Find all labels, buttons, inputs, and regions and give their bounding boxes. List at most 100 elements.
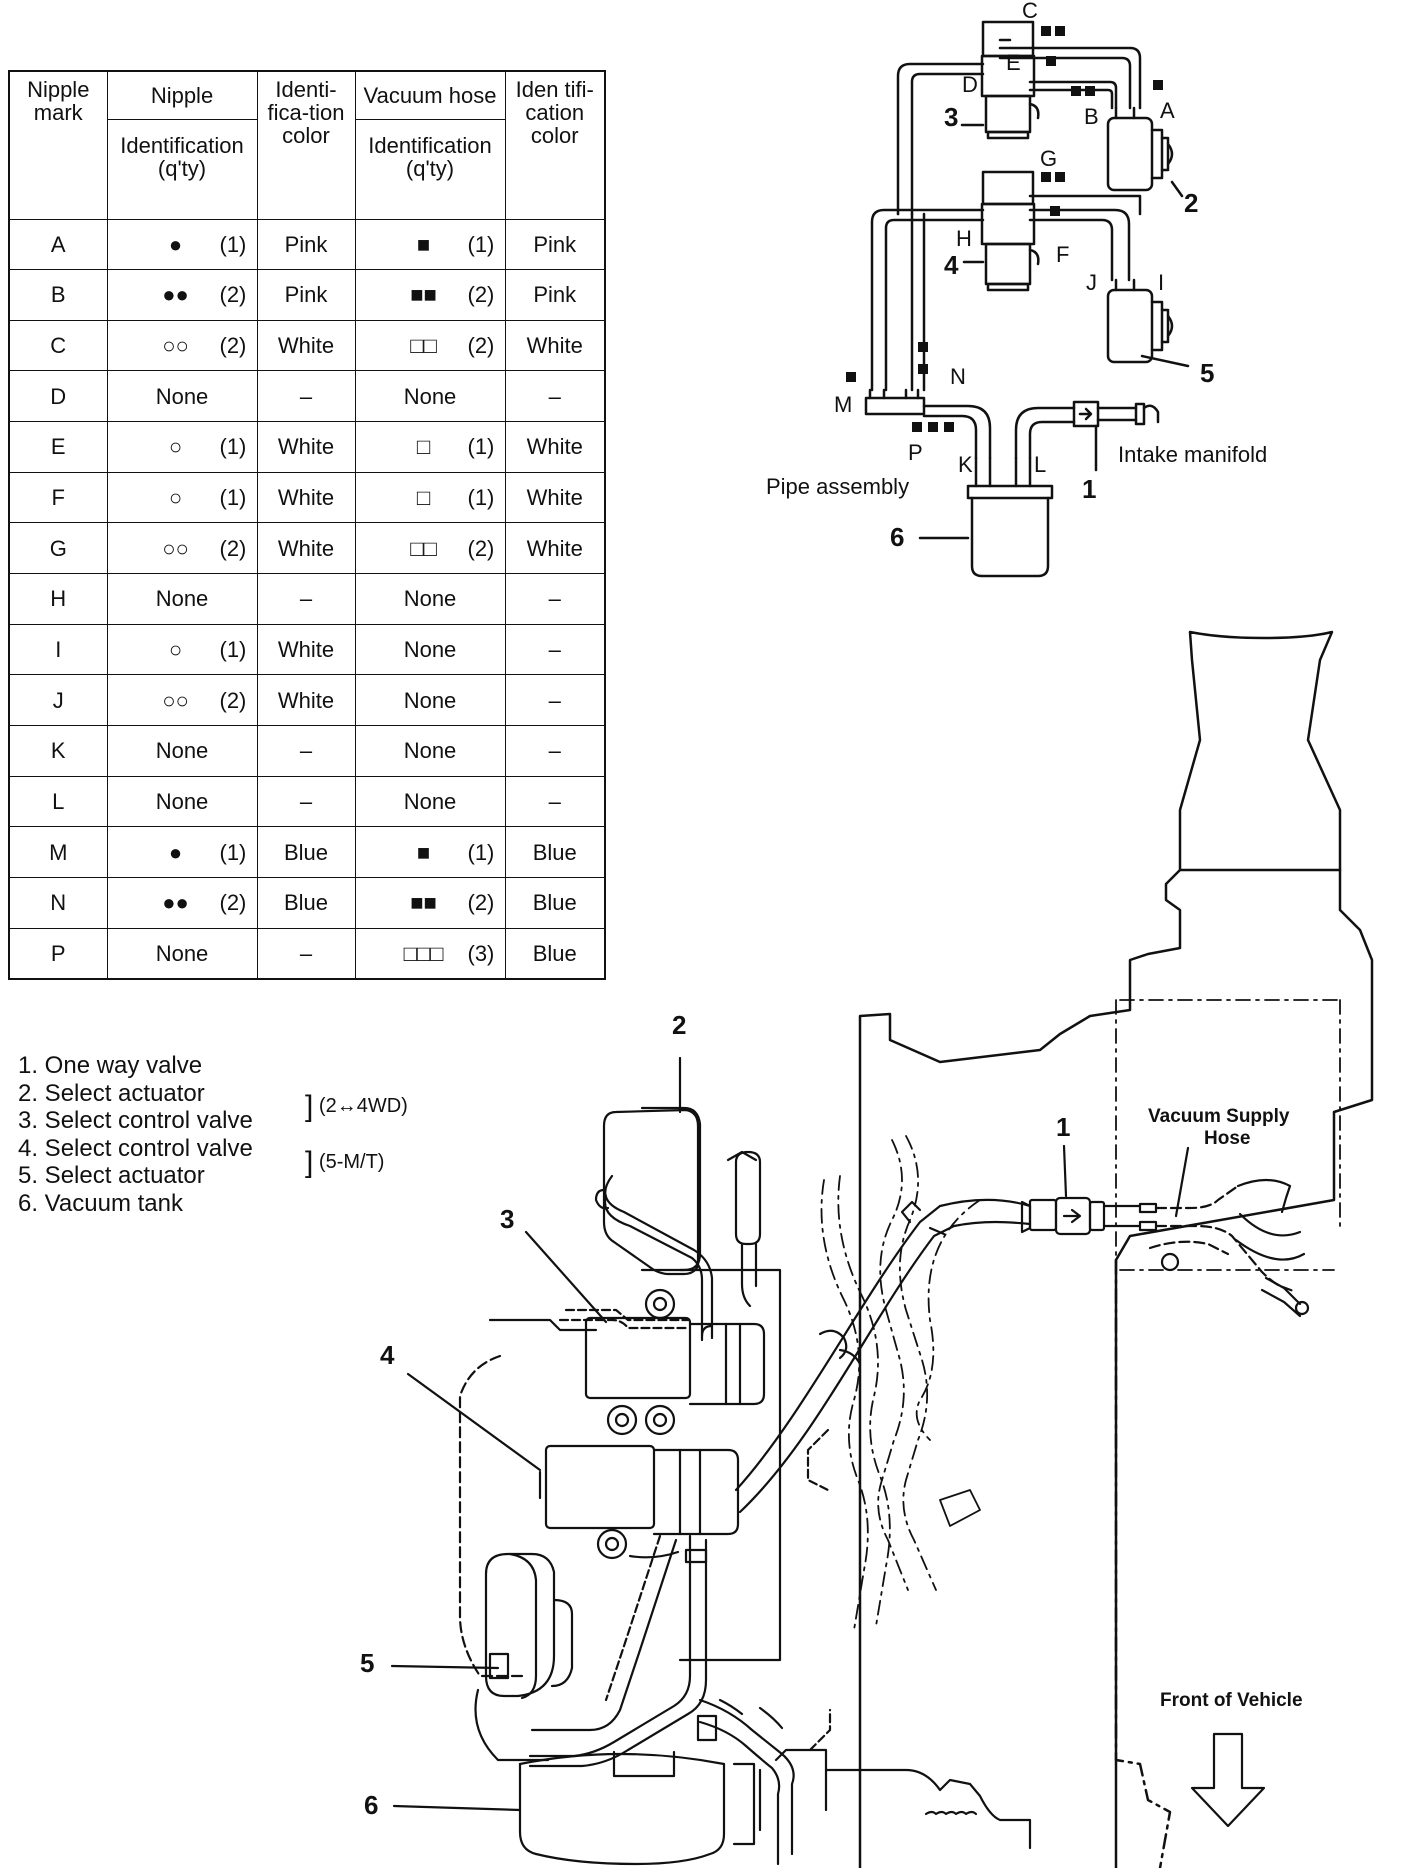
- actuator-5-illustration: [484, 1552, 574, 1700]
- cell-nipple-identification: ●●(2): [106, 877, 258, 929]
- nipple-label-n: N: [950, 364, 966, 389]
- legend-item: 1. One way valve: [18, 1052, 203, 1079]
- cell-hose-identification: None: [354, 623, 506, 676]
- cell-hose-identification: None: [354, 573, 506, 625]
- cell-hose-color: White: [504, 471, 606, 524]
- cell-hose-color: –: [504, 573, 606, 625]
- legend-item: 5. Select actuator: [18, 1162, 205, 1189]
- nipple-quantity: (2): [219, 333, 247, 359]
- table-row: F○(1)White□(1)White: [8, 471, 606, 524]
- cell-hose-identification: ■■(2): [354, 877, 506, 929]
- nipple-label-j: J: [1086, 270, 1097, 295]
- cell-nipple-mark: P: [8, 927, 108, 980]
- cell-nipple-color: –: [256, 927, 356, 980]
- cell-nipple-mark: L: [8, 775, 108, 828]
- table-row: N●●(2)Blue■■(2)Blue: [8, 877, 606, 929]
- header-nipple-identification: Identification (q'ty): [106, 118, 258, 220]
- hose-symbol: □□: [410, 535, 437, 561]
- legend-group-note-2: ] (5-M/T): [305, 1146, 385, 1179]
- legend-group-note-1: ] (2↔4WD): [305, 1090, 408, 1123]
- nipple-symbol: ●●: [162, 282, 189, 308]
- cell-hose-color: Pink: [504, 269, 606, 321]
- header-hose-identification: Identification (q'ty): [354, 118, 506, 220]
- nipple-label-l: L: [1034, 452, 1046, 477]
- schematic-number-4: 4: [944, 250, 959, 280]
- illustration-number-2: 2: [672, 1010, 686, 1040]
- cell-hose-identification: ■(1): [354, 218, 506, 271]
- table-row: B●●(2)Pink■■(2)Pink: [8, 269, 606, 321]
- one-way-valve-1-shape: [1072, 400, 1100, 428]
- cell-nipple-identification: ○(1): [106, 623, 258, 676]
- hose-quantity: (3): [467, 940, 495, 966]
- actuator-5-shape: [1106, 278, 1174, 364]
- cell-nipple-identification: ○(1): [106, 471, 258, 524]
- cell-hose-color: Blue: [504, 826, 606, 879]
- nipple-symbol: ●●: [162, 890, 189, 916]
- cell-nipple-identification: ○○ (2): [106, 319, 258, 372]
- cell-nipple-mark: D: [8, 370, 108, 423]
- cell-hose-identification: □□□(3): [354, 927, 506, 980]
- schematic-number-6: 6: [890, 522, 904, 552]
- cell-nipple-identification: ○○(2): [106, 522, 258, 575]
- nipple-label-i: I: [1158, 270, 1164, 295]
- intake-manifold-label: Intake manifold: [1118, 442, 1267, 467]
- control-valve-4-illustration: [538, 1444, 740, 1536]
- table-row: C○○(2)White□□(2)White: [8, 319, 606, 372]
- nipple-label-c: C: [1022, 0, 1038, 23]
- pipe-assembly-shape: [864, 396, 926, 416]
- nipple-label-d: D: [962, 72, 978, 97]
- nipple-symbol: ●: [168, 839, 183, 865]
- illustration-number-6: 6: [364, 1790, 378, 1820]
- cell-hose-color: Blue: [504, 927, 606, 980]
- nipple-quantity: (1): [219, 485, 247, 511]
- nipple-quantity: (1): [219, 434, 247, 460]
- hose-quantity: (1): [467, 485, 495, 511]
- legend-item: 6. Vacuum tank: [18, 1189, 183, 1217]
- illustration-number-5: 5: [360, 1648, 374, 1678]
- hose-symbol: ■: [416, 231, 431, 257]
- hose-symbol: □□: [410, 333, 437, 359]
- cell-hose-color: –: [504, 623, 606, 676]
- nipple-label-h: H: [956, 226, 972, 251]
- cell-hose-color: –: [504, 725, 606, 777]
- illustration-number-3: 3: [500, 1204, 514, 1234]
- cell-nipple-mark: G: [8, 522, 108, 575]
- hose-quantity: (1): [467, 839, 495, 865]
- parts-illustration: [390, 1056, 1310, 1866]
- cell-nipple-mark: M: [8, 826, 108, 879]
- hose-id-markers: [846, 26, 1163, 432]
- cell-nipple-mark: N: [8, 877, 108, 929]
- cell-nipple-color: Pink: [256, 218, 356, 271]
- table-row: A●(1)Pink■(1)Pink: [8, 218, 606, 271]
- illustration-number-4: 4: [380, 1340, 395, 1370]
- parts-legend: 1. One way valve 2. Select actuator 3. S…: [18, 1052, 253, 1217]
- nipple-quantity: (1): [219, 231, 247, 257]
- nipple-symbol: ●: [168, 231, 183, 257]
- cell-nipple-identification: ○(1): [106, 421, 258, 473]
- header-nipple: Nipple: [106, 70, 258, 120]
- cell-nipple-identification: None: [106, 725, 258, 777]
- header-nipple-mark: Nipple mark: [8, 70, 108, 220]
- vacuum-tank-6-illustration: [518, 1708, 1032, 1866]
- cell-nipple-identification: ●(1): [106, 826, 258, 879]
- hose-quantity: (2): [467, 333, 495, 359]
- schematic-number-5: 5: [1200, 358, 1214, 388]
- nipple-symbol: ○○: [162, 333, 189, 359]
- hose-quantity: (2): [467, 282, 495, 308]
- nipple-label-b: B: [1084, 104, 1099, 129]
- schematic-number-2: 2: [1184, 188, 1198, 218]
- cell-hose-color: –: [504, 674, 606, 727]
- cell-hose-color: –: [504, 370, 606, 423]
- nipple-label-e: E: [1006, 50, 1021, 75]
- schematic-number-3: 3: [944, 102, 958, 132]
- nipple-symbol: ○○: [162, 687, 189, 713]
- cell-nipple-color: White: [256, 319, 356, 372]
- nipple-label-a: A: [1160, 98, 1175, 123]
- control-valve-3-illustration: [584, 1316, 766, 1406]
- hose-quantity: (2): [467, 535, 495, 561]
- legend-item: 3. Select control valve: [18, 1107, 253, 1134]
